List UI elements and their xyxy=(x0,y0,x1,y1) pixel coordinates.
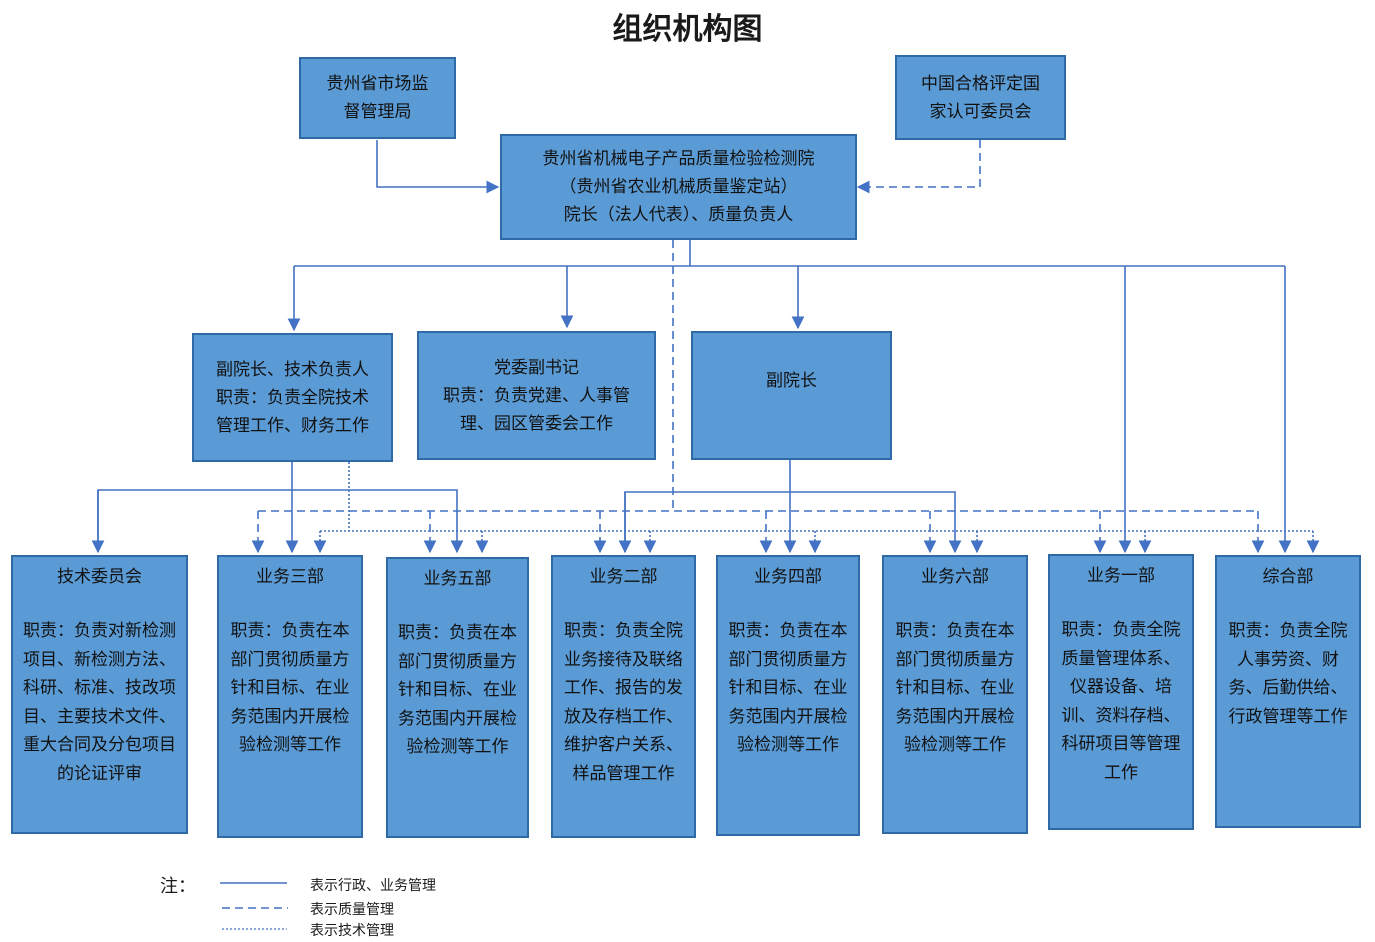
dept-general: 综合部 职责：负责全院人事劳资、财务、后勤供给、行政管理等工作 xyxy=(1215,555,1361,828)
party-deputy-secretary-box: 党委副书记 职责：负责党建、人事管 理、园区管委会工作 xyxy=(417,331,656,460)
vice-president-box: 副院长 xyxy=(691,331,892,460)
legend-admin-label: 表示行政、业务管理 xyxy=(310,878,436,894)
cnas-box: 中国合格评定国 家认可委员会 xyxy=(895,55,1066,140)
market-supervision-bureau-box: 贵州省市场监 督管理局 xyxy=(299,57,456,139)
dept-business-5: 业务五部 职责：负责在本部门贯彻质量方针和目标、在业务范围内开展检验检测等工作 xyxy=(386,557,529,838)
dept-business-2: 业务二部 职责：负责全院业务接待及联络工作、报告的发放及存档工作、维护客户关系、… xyxy=(551,555,696,838)
vice-president-technical-box: 副院长、技术负责人 职责：负责全院技术 管理工作、财务工作 xyxy=(192,333,393,462)
dept-technical-committee: 技术委员会 职责：负责对新检测项目、新检测方法、科研、标准、技改项目、主要技术文… xyxy=(11,555,188,834)
dept-business-3: 业务三部 职责：负责在本部门贯彻质量方针和目标、在业务范围内开展检验检测等工作 xyxy=(217,555,363,838)
dept-business-4: 业务四部 职责：负责在本部门贯彻质量方针和目标、在业务范围内开展检验检测等工作 xyxy=(716,555,860,836)
dept-business-6: 业务六部 职责：负责在本部门贯彻质量方针和目标、在业务范围内开展检验检测等工作 xyxy=(882,555,1028,834)
page-title: 组织机构图 xyxy=(612,12,763,47)
legend-note: 注： xyxy=(160,876,196,897)
institute-box: 贵州省机械电子产品质量检验检测院 （贵州省农业机械质量鉴定站） 院长（法人代表）… xyxy=(500,134,857,240)
admin-lines xyxy=(91,140,1292,554)
dept-business-1: 业务一部 职责：负责全院质量管理体系、仪器设备、培训、资料存档、科研项目等管理工… xyxy=(1048,554,1194,830)
legend-technical-label: 表示技术管理 xyxy=(310,923,394,939)
legend-quality-label: 表示质量管理 xyxy=(310,902,394,918)
